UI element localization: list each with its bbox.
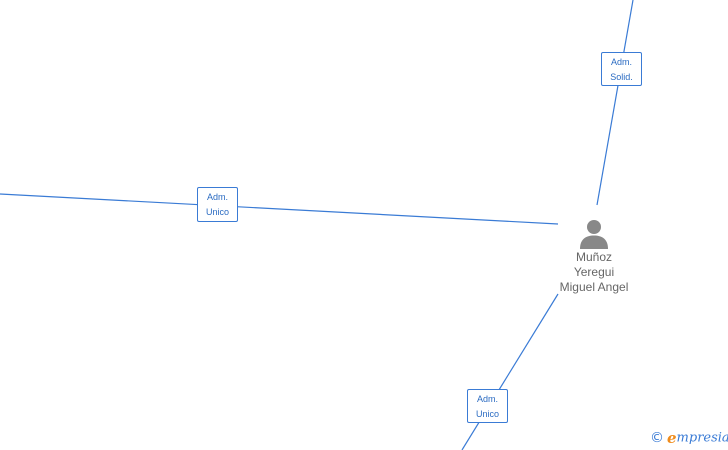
edge-left	[0, 193, 559, 225]
person-name-line-3: Miguel Angel	[559, 280, 629, 294]
relation-badge-bottom[interactable]: Adm. Unico	[467, 389, 508, 423]
person-name-line-1: Muñoz	[575, 250, 613, 264]
brand-logo-text: mpresia	[676, 430, 728, 446]
edge-bottom	[461, 293, 559, 450]
relation-role-line1: Adm.	[476, 394, 498, 404]
relation-badge-top[interactable]: Adm. Solid.	[601, 52, 642, 86]
person-name-line-2: Yeregui	[573, 265, 615, 279]
relation-role-line1: Adm.	[206, 192, 228, 202]
relation-role-line2: Unico	[205, 207, 229, 217]
person-node[interactable]: Muñoz Yeregui Miguel Angel	[548, 218, 640, 295]
relation-role-line2: Unico	[475, 409, 499, 419]
edge-top	[596, 0, 634, 206]
brand-logo-initial: e	[667, 429, 677, 447]
person-icon	[580, 220, 608, 249]
relation-role-line2: Solid.	[610, 72, 633, 82]
relation-role-line1: Adm.	[610, 57, 632, 67]
relation-badge-left[interactable]: Adm. Unico	[197, 187, 238, 222]
brand-logo[interactable]: ©empresia	[650, 429, 728, 447]
copyright-icon: ©	[650, 430, 664, 446]
